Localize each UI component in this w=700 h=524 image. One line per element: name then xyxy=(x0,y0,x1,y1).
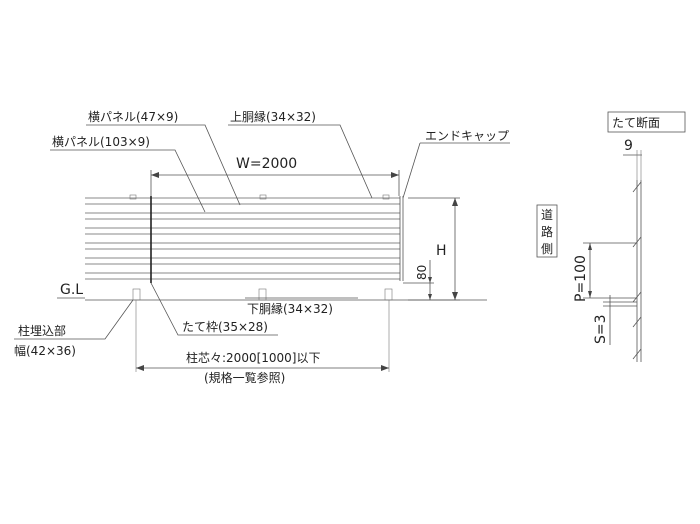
ground-line-label: G.L xyxy=(60,282,83,298)
post-embed-label: 柱埋込部 xyxy=(18,323,66,338)
post-pitch-note: (規格一覧参照) xyxy=(204,370,285,385)
dim-80-label: 80 xyxy=(415,265,429,280)
width-dimension xyxy=(150,170,400,196)
section-pitch: P=100 xyxy=(573,255,589,302)
section-gap: S=3 xyxy=(593,314,609,344)
end-cap-label: エンドキャップ xyxy=(425,129,509,143)
road-side-1: 道 xyxy=(541,208,553,222)
road-side-3: 側 xyxy=(541,242,553,256)
posts-group xyxy=(132,288,393,372)
height-dimension-label: H xyxy=(436,243,447,259)
post-pitch-label: 柱芯々:2000[1000]以下 xyxy=(186,350,321,365)
height-dimension xyxy=(403,197,460,301)
width-dimension-label: W=2000 xyxy=(236,156,297,172)
horizontal-panel-103-label: 横パネル(103×9) xyxy=(52,135,150,149)
fence-panel-group xyxy=(85,194,404,281)
road-side-2: 路 xyxy=(541,224,553,239)
section-dim-9: 9 xyxy=(624,138,633,154)
vertical-frame-label: たて枠(35×28) xyxy=(182,320,268,334)
lower-rail-label: 下胴縁(34×32) xyxy=(247,301,333,316)
upper-rail-label: 上胴縁(34×32) xyxy=(230,109,316,124)
leader-lines xyxy=(14,124,510,340)
section-title: たて断面 xyxy=(612,115,660,130)
post-pitch-dimension xyxy=(136,365,389,371)
horizontal-panel-47-label: 横パネル(47×9) xyxy=(88,110,178,124)
post-width-label: 幅(42×36) xyxy=(14,343,76,358)
vertical-section: たて断面 9 道 路 側 P=100 S=3 xyxy=(536,111,686,362)
